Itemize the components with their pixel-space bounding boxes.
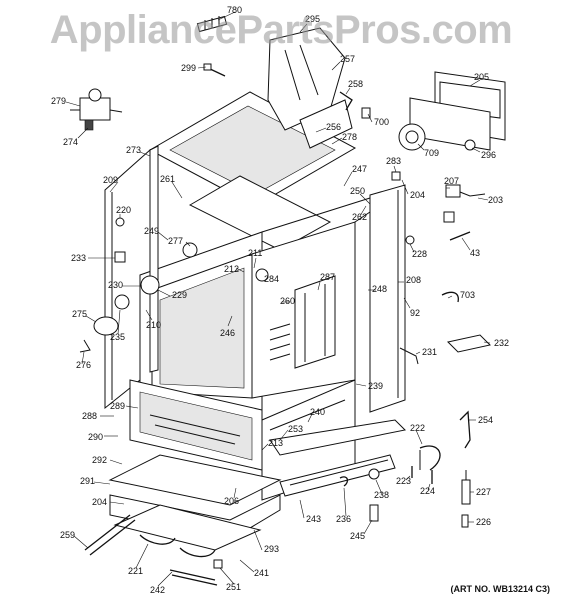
callout-250: 250 [350, 186, 365, 196]
callout-290: 290 [88, 432, 103, 442]
callout-213: 213 [268, 438, 283, 448]
callout-292: 292 [92, 455, 107, 465]
callout-703: 703 [460, 290, 475, 300]
callout-248: 248 [372, 284, 387, 294]
callout-249: 249 [144, 226, 159, 236]
callout-203: 203 [488, 195, 503, 205]
callout-240: 240 [310, 407, 325, 417]
callout-709: 709 [424, 148, 439, 158]
callout-275: 275 [72, 309, 87, 319]
callout-223: 223 [396, 476, 411, 486]
callout-227: 227 [476, 487, 491, 497]
callout-232: 232 [494, 338, 509, 348]
callout-261: 261 [160, 174, 175, 184]
callout-295: 295 [305, 14, 320, 24]
callout-92: 92 [410, 308, 420, 318]
site-watermark: AppliancePartsPros.com [49, 8, 513, 52]
callout-231: 231 [422, 347, 437, 357]
part-700 [361, 107, 371, 119]
callout-233: 233 [71, 253, 86, 263]
rear-panel-205 [398, 71, 506, 151]
callout-278: 278 [342, 132, 357, 142]
callout-273: 273 [126, 145, 141, 155]
callout-246: 246 [220, 328, 235, 338]
callout-208: 208 [406, 275, 421, 285]
screw-299 [203, 63, 226, 77]
left-small-parts [79, 217, 160, 353]
flue-duct [267, 27, 353, 149]
callout-204a: 204 [410, 190, 425, 200]
leader-lines [65, 11, 491, 587]
callout-291: 291 [80, 476, 95, 486]
callout-238: 238 [374, 490, 389, 500]
callout-204b: 204 [92, 497, 107, 507]
callout-253: 253 [288, 424, 303, 434]
art-number: (ART NO. WB13214 C3) [450, 584, 550, 594]
callout-780: 780 [227, 5, 242, 15]
callout-299: 299 [181, 63, 196, 73]
callout-212: 212 [224, 264, 239, 274]
callout-700: 700 [374, 117, 389, 127]
callout-287: 287 [320, 272, 335, 282]
callout-236: 236 [336, 514, 351, 524]
callout-224: 224 [420, 486, 435, 496]
callout-247: 247 [352, 164, 367, 174]
callout-258: 258 [348, 79, 363, 89]
callout-279: 279 [51, 96, 66, 106]
callout-276: 276 [76, 360, 91, 370]
callout-251: 251 [226, 582, 241, 592]
callout-209: 209 [103, 175, 118, 185]
callout-262: 262 [352, 212, 367, 222]
storage-drawer [84, 454, 282, 586]
callout-207: 207 [444, 176, 459, 186]
callout-226: 226 [476, 517, 491, 527]
callout-230: 230 [108, 280, 123, 290]
callout-283: 283 [386, 156, 401, 166]
callout-205: 205 [474, 72, 489, 82]
callout-288: 288 [82, 411, 97, 421]
callout-43: 43 [470, 248, 480, 258]
callout-274: 274 [63, 137, 78, 147]
callout-277: 277 [168, 236, 183, 246]
callout-257: 257 [340, 54, 355, 64]
burner-assembly [269, 419, 407, 522]
callout-235: 235 [110, 332, 125, 342]
callout-289: 289 [110, 401, 125, 411]
callout-293: 293 [264, 544, 279, 554]
callout-245: 245 [350, 531, 365, 541]
callout-259: 259 [60, 530, 75, 540]
callout-228: 228 [412, 249, 427, 259]
callout-256: 256 [326, 122, 341, 132]
callout-296: 296 [481, 150, 496, 160]
callout-210: 210 [146, 320, 161, 330]
callout-254: 254 [478, 415, 493, 425]
callout-229: 229 [172, 290, 187, 300]
oven-cabinet [104, 91, 406, 501]
callout-239: 239 [368, 381, 383, 391]
callout-221: 221 [128, 566, 143, 576]
callout-284: 284 [264, 274, 279, 284]
callout-206: 206 [224, 496, 239, 506]
callout-220: 220 [116, 205, 131, 215]
callout-222: 222 [410, 423, 425, 433]
callout-211: 211 [248, 248, 262, 258]
callout-243: 243 [306, 514, 321, 524]
top-left-valve-279 [70, 88, 123, 131]
callout-242: 242 [150, 585, 165, 595]
clip-780 [196, 15, 228, 33]
callout-241: 241 [254, 568, 269, 578]
callout-260: 260 [280, 296, 295, 306]
right-small-parts [391, 171, 492, 528]
bracket-258 [339, 91, 353, 111]
part-callouts: 780 295 299 257 205 258 279 700 274 256 … [51, 5, 509, 595]
